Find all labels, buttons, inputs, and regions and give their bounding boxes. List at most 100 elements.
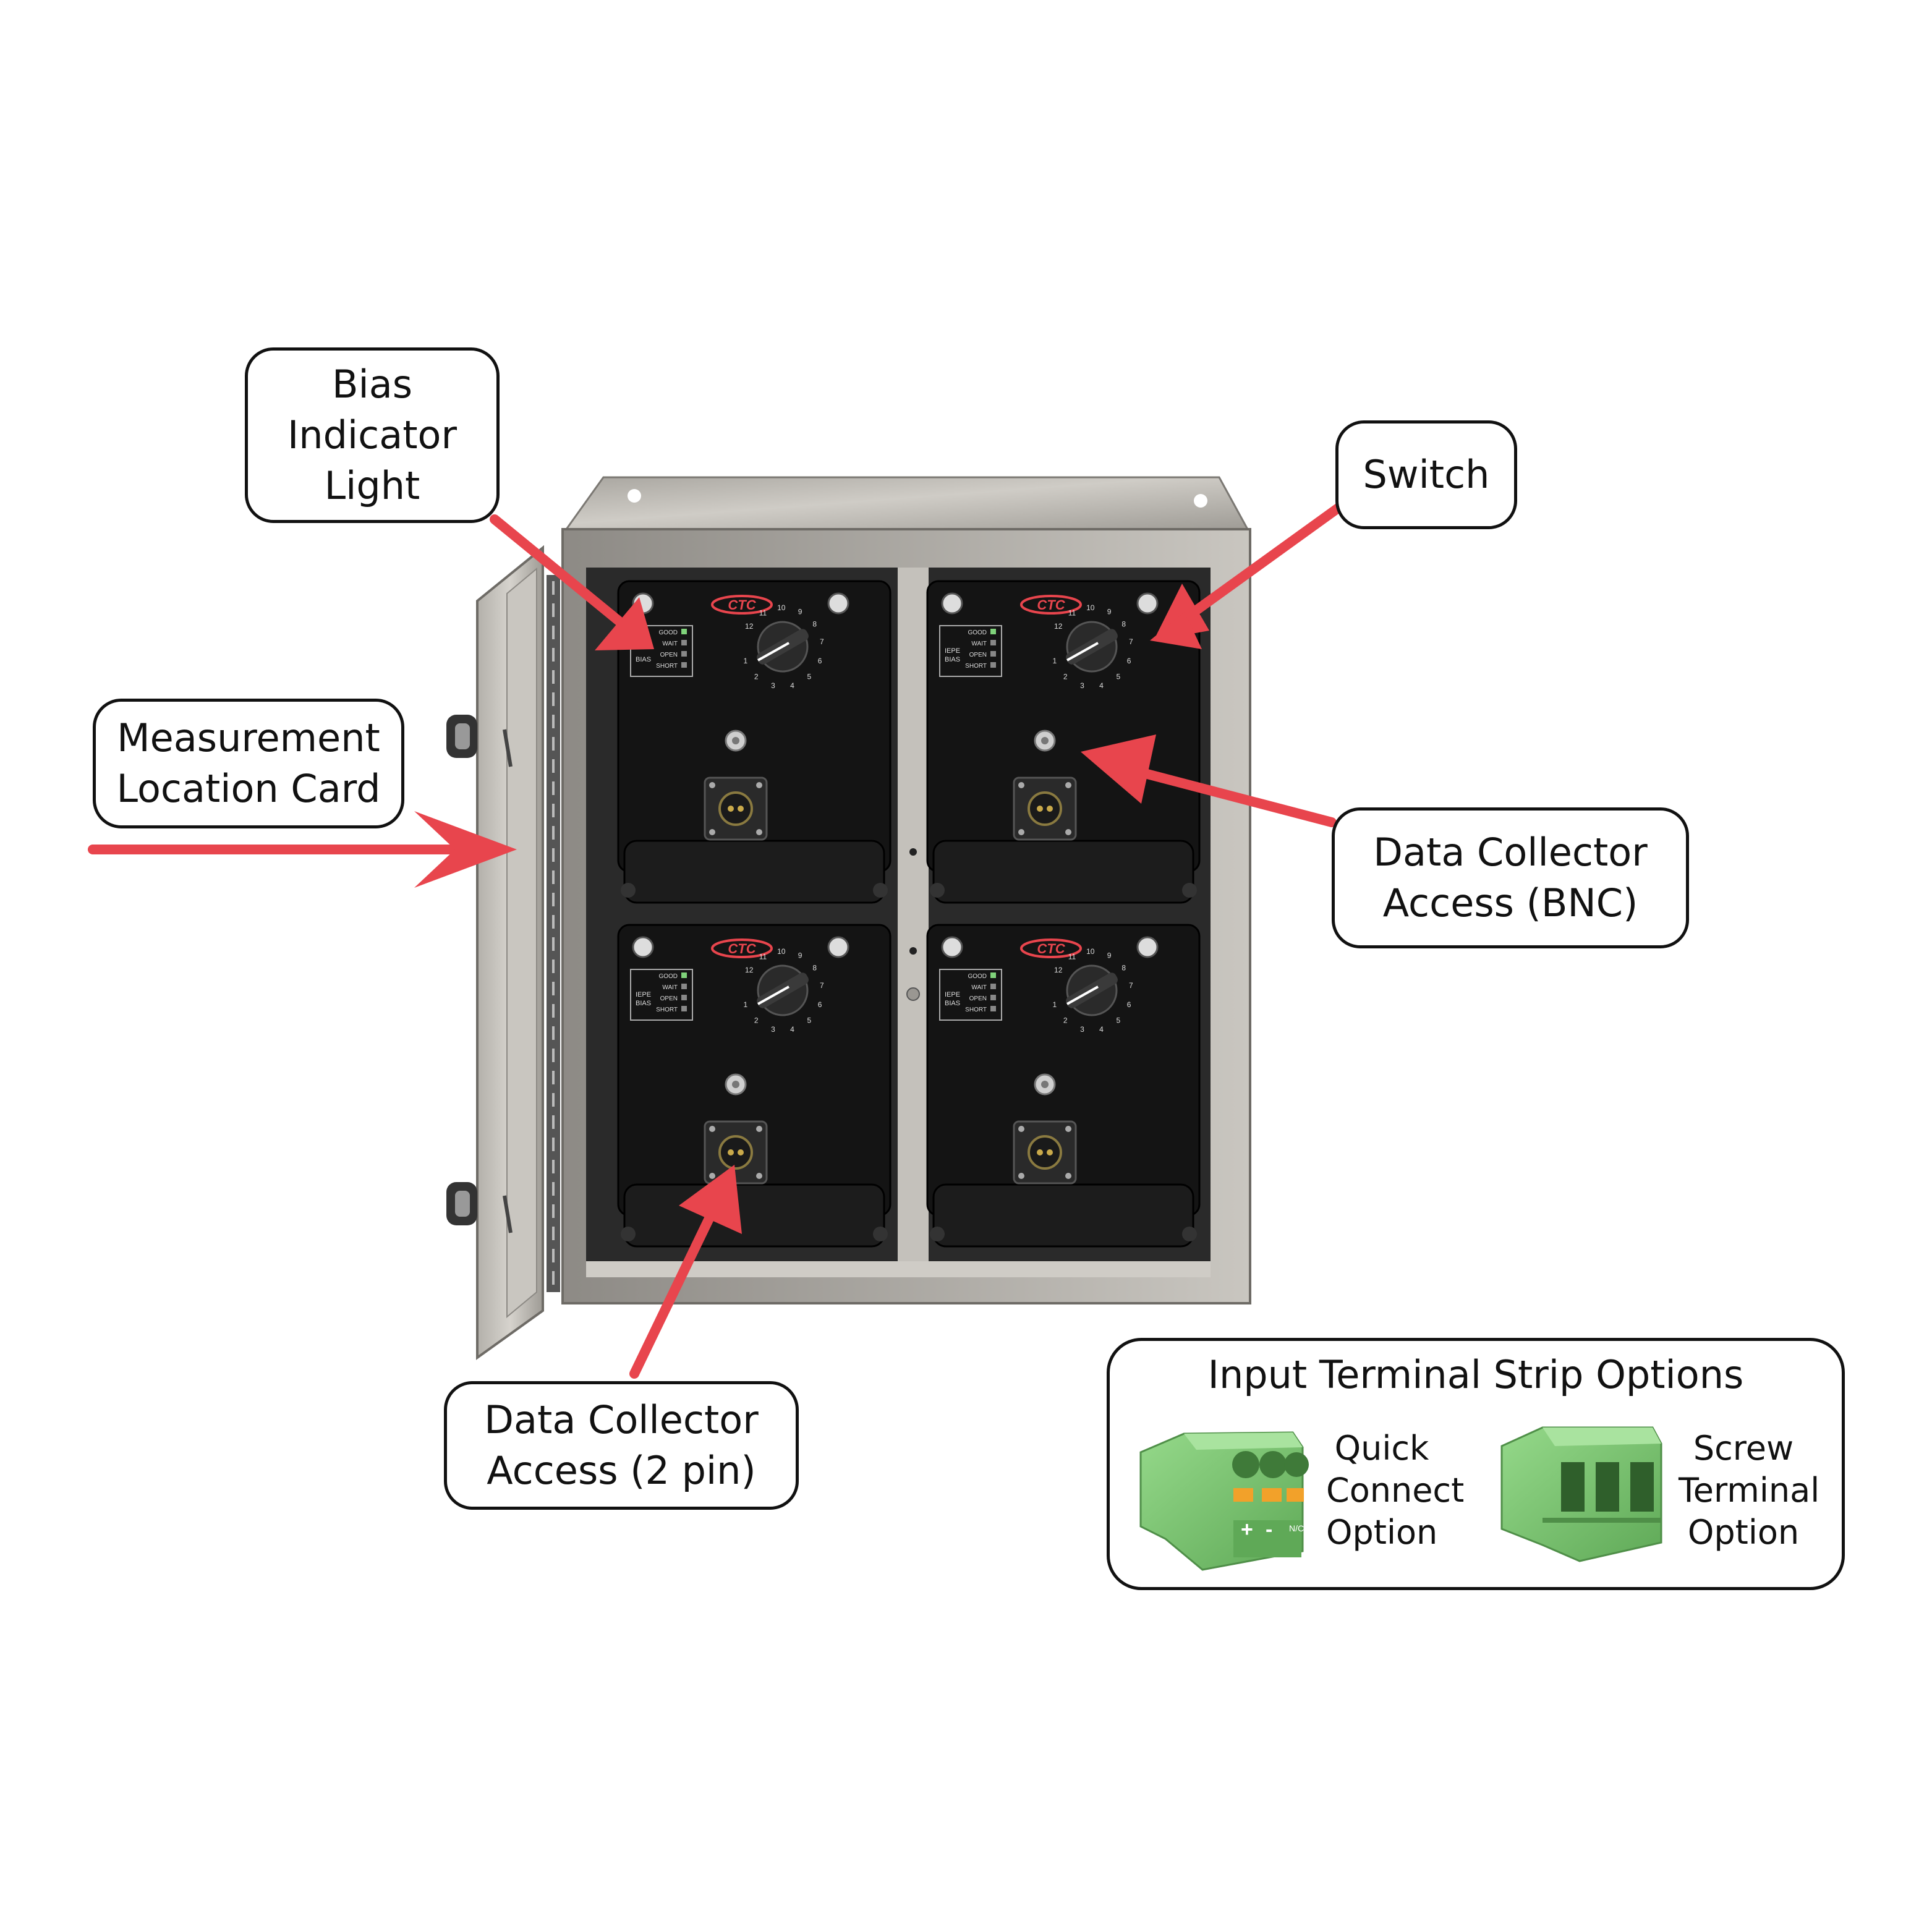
terminal-connector-illustrations: + - N/C: [1139, 1426, 1662, 1571]
bias-status-box: [939, 625, 1002, 677]
quick-connect-plus-mark: +: [1241, 1518, 1253, 1541]
arrow-data-collector-bnc: [1081, 734, 1337, 827]
status-label-wait: WAIT: [971, 640, 987, 647]
module-screw: [1136, 592, 1159, 615]
dial-number-10: 10: [777, 603, 786, 612]
bias-status-box: [630, 969, 693, 1021]
screw-terminal-connector-image: [1500, 1426, 1662, 1562]
terminal-strip-options-panel: Input Terminal Strip Options + - N/C: [1107, 1338, 1845, 1590]
dial-number-12: 12: [745, 966, 754, 974]
module-base: [932, 840, 1194, 904]
dial-number-1: 1: [744, 657, 748, 665]
bias-indicator-light: [681, 640, 687, 645]
terminal-options-title: Input Terminal Strip Options: [1207, 1352, 1744, 1397]
dial-number-11: 11: [759, 953, 767, 961]
status-label-short: SHORT: [965, 663, 987, 670]
rotary-switch-pointer: [757, 985, 789, 1005]
door-latch-top: [446, 715, 513, 767]
module-screw: [827, 936, 849, 958]
dial-number-11: 11: [759, 609, 767, 618]
bias-indicator-light: [990, 972, 996, 978]
bias-indicator-light: [990, 995, 996, 1000]
status-label-wait: WAIT: [662, 984, 678, 991]
dial-number-2: 2: [754, 1016, 759, 1025]
dial-number-9: 9: [1107, 607, 1112, 616]
ctc-logo-text: CTC: [728, 941, 756, 956]
dial-number-1: 1: [1053, 1000, 1057, 1009]
ctc-logo-text: CTC: [728, 597, 756, 613]
iepe-label: IEPE: [945, 647, 960, 655]
callout-data-collector-bnc: Data Collector Access (BNC): [1332, 807, 1689, 948]
bias-indicator-light: [990, 629, 996, 634]
dial-number-12: 12: [1054, 622, 1063, 631]
dial-number-6: 6: [818, 657, 822, 665]
dial-number-10: 10: [777, 947, 786, 956]
status-label-open: OPEN: [969, 995, 987, 1002]
dial-number-8: 8: [812, 619, 817, 628]
dial-number-8: 8: [1121, 619, 1126, 628]
bias-indicator-light: [990, 984, 996, 989]
callout-data-collector-2pin: Data Collector Access (2 pin): [444, 1381, 799, 1510]
callout-measurement-location-card: Measurement Location Card: [93, 699, 404, 828]
dial-number-9: 9: [798, 607, 802, 616]
dial-number-3: 3: [1080, 681, 1084, 690]
dial-number-4: 4: [790, 681, 794, 690]
dial-number-3: 3: [771, 1025, 775, 1034]
status-label-short: SHORT: [965, 1006, 987, 1013]
module-screw: [632, 936, 654, 958]
dial-number-10: 10: [1086, 947, 1095, 956]
bias-label: BIAS: [945, 656, 960, 663]
dial-number-5: 5: [1116, 1016, 1120, 1025]
bias-indicator-light: [990, 662, 996, 668]
bias-indicator-light: [681, 995, 687, 1000]
bias-indicator-light: [681, 662, 687, 668]
dial-number-3: 3: [1080, 1025, 1084, 1034]
iepe-label: IEPE: [636, 991, 651, 998]
quick-connect-nc-mark: N/C: [1289, 1523, 1304, 1533]
dial-number-11: 11: [1068, 609, 1076, 618]
dial-number-1: 1: [744, 1000, 748, 1009]
bias-indicator-light: [681, 651, 687, 657]
status-label-good: GOOD: [658, 973, 678, 980]
bias-indicator-light: [681, 1006, 687, 1011]
bias-status-box: [630, 625, 693, 677]
arrow-measurement-card: [88, 811, 517, 888]
rotary-switch-pointer: [757, 642, 789, 662]
dial-number-7: 7: [820, 981, 824, 990]
dial-number-8: 8: [1121, 963, 1126, 972]
module-screw: [1136, 936, 1159, 958]
bias-indicator-light: [681, 629, 687, 634]
dial-number-9: 9: [1107, 951, 1112, 960]
dial-number-10: 10: [1086, 603, 1095, 612]
ctc-logo: [1020, 595, 1082, 615]
dial-number-6: 6: [1127, 1000, 1131, 1009]
status-label-short: SHORT: [656, 663, 678, 670]
dial-number-9: 9: [798, 951, 802, 960]
rotary-switch-pointer: [1066, 985, 1099, 1005]
dial-number-4: 4: [1099, 1025, 1104, 1034]
dial-number-6: 6: [1127, 657, 1131, 665]
ctc-logo-text: CTC: [1037, 941, 1065, 956]
mounting-hole: [628, 489, 641, 503]
dial-number-5: 5: [807, 673, 811, 681]
bias-label: BIAS: [636, 656, 651, 663]
arrow-data-collector-2pin: [629, 1165, 742, 1379]
status-label-short: SHORT: [656, 1006, 678, 1013]
bias-indicator-light: [681, 972, 687, 978]
status-label-good: GOOD: [658, 629, 678, 636]
dial-number-12: 12: [745, 622, 754, 631]
dial-number-5: 5: [1116, 673, 1120, 681]
callout-bias-indicator-light: Bias Indicator Light: [245, 347, 500, 523]
module-base: [623, 840, 885, 904]
arrow-bias-indicator: [490, 514, 654, 650]
module-screw: [941, 936, 963, 958]
mounting-hole: [1194, 494, 1207, 508]
status-label-open: OPEN: [660, 652, 678, 658]
dial-number-12: 12: [1054, 966, 1063, 974]
dial-number-2: 2: [754, 673, 759, 681]
